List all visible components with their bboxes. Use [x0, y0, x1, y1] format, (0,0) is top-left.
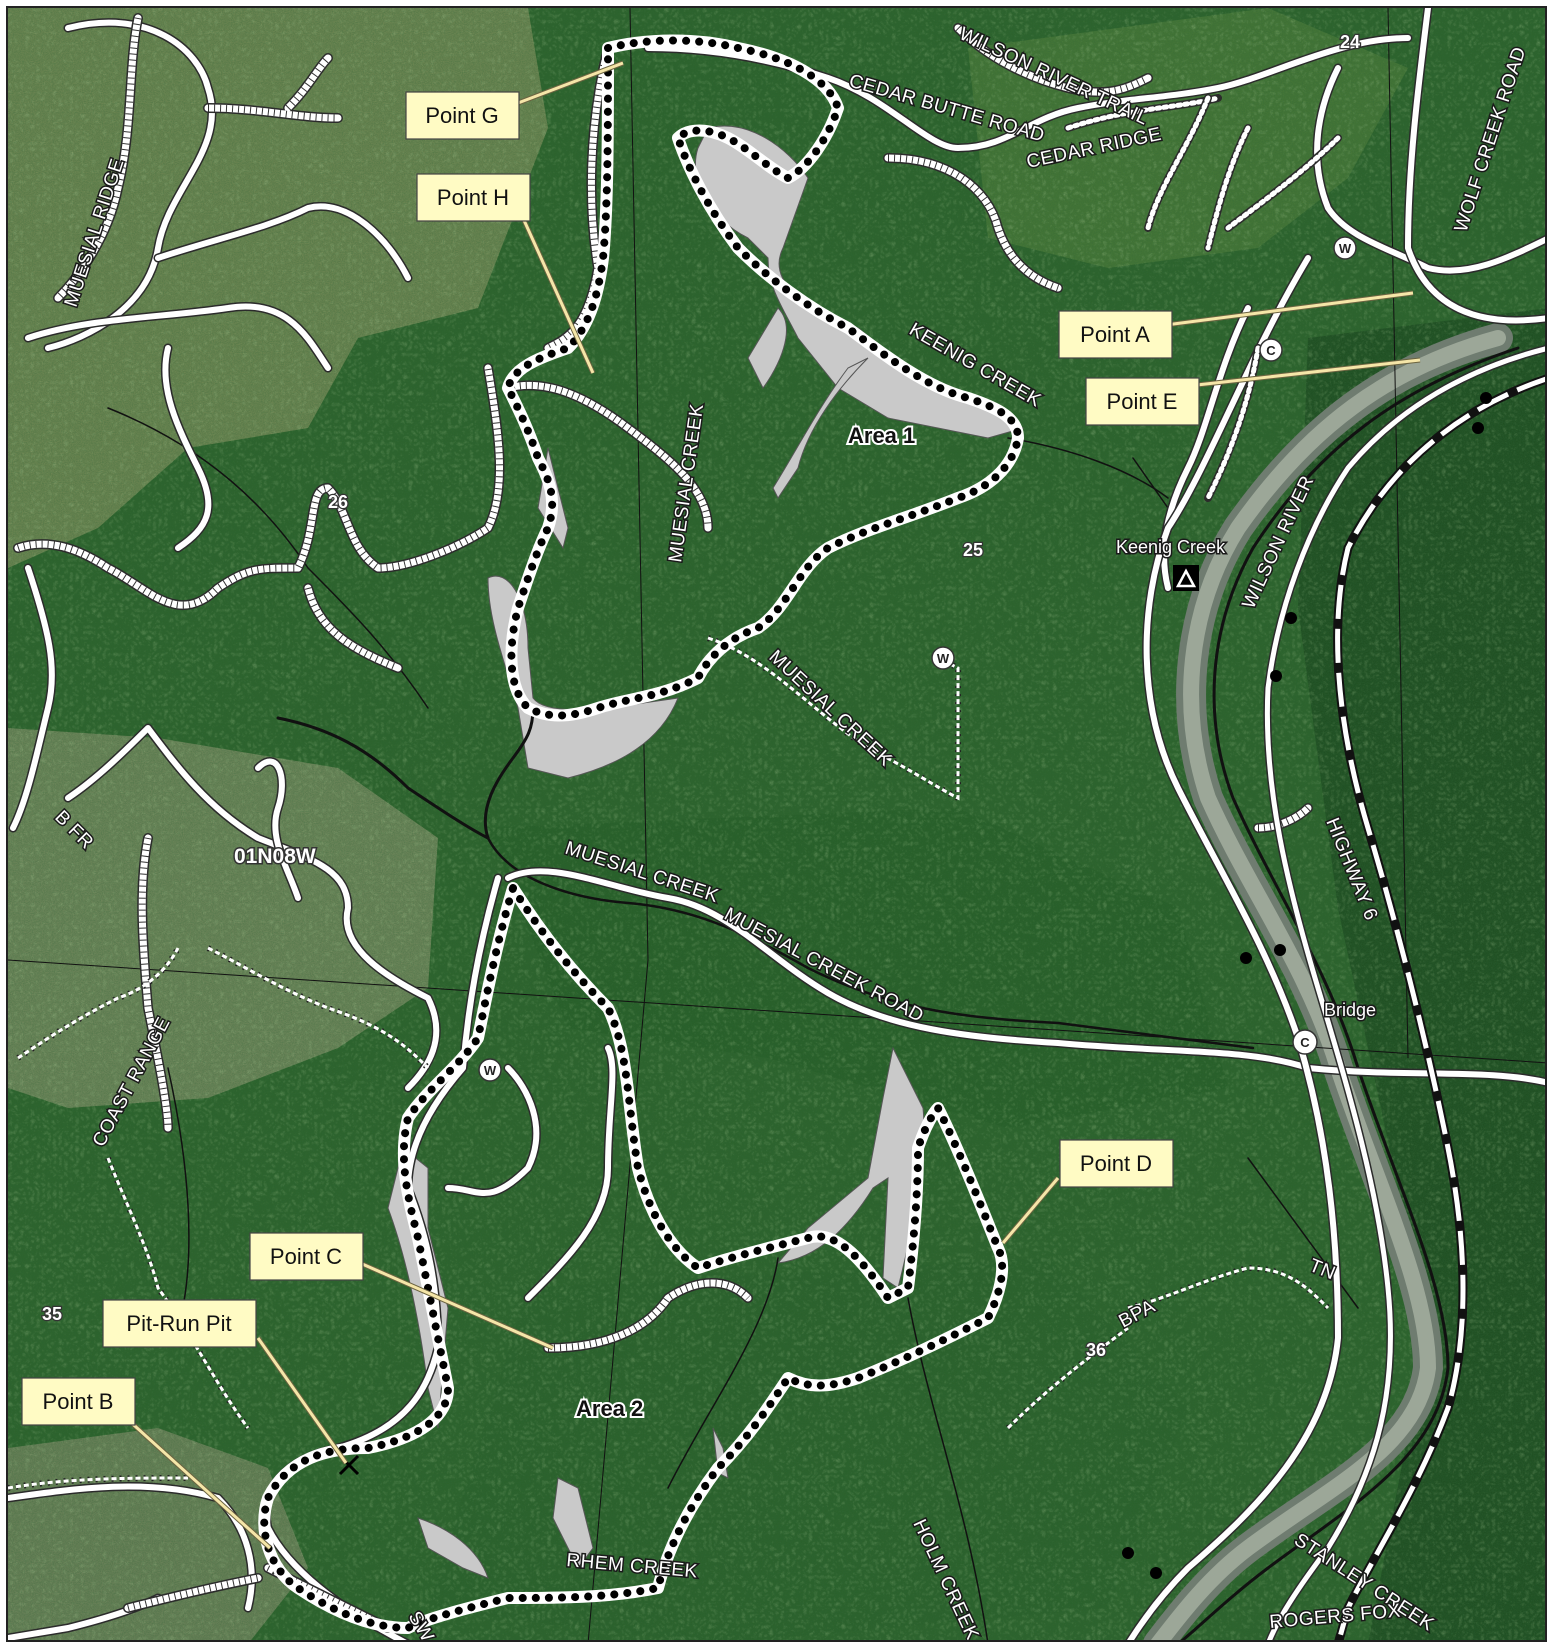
utility-poles: [1122, 392, 1492, 1579]
section-number: 25: [963, 540, 983, 560]
callout-point-c[interactable]: Point C: [249, 1232, 364, 1281]
section-number: 26: [328, 492, 348, 512]
campground-tent-icon: [1173, 565, 1199, 591]
svg-text:Point C: Point C: [270, 1244, 342, 1269]
trails: [1064, 94, 1342, 502]
svg-text:W: W: [937, 651, 950, 666]
svg-text:Point E: Point E: [1107, 389, 1178, 414]
section-number: 35: [42, 1304, 62, 1324]
water-source-icon: W: [1333, 236, 1357, 260]
pole-marker: [1472, 422, 1484, 434]
svg-text:Pit-Run Pit: Pit-Run Pit: [126, 1311, 231, 1336]
map-symbols: W W W C C: [338, 236, 1357, 1476]
svg-text:Point G: Point G: [425, 103, 498, 128]
wilson-river: [1143, 323, 1520, 1640]
culvert-icon: C: [1259, 338, 1283, 362]
closed-roads: [13, 13, 1313, 1633]
sale-boundaries: [258, 34, 1024, 1634]
svg-text:W: W: [1339, 241, 1352, 256]
label-township-range: 01N08W: [234, 845, 316, 868]
callout-point-a[interactable]: Point A: [1058, 310, 1173, 359]
pole-marker: [1270, 670, 1282, 682]
callout-point-e[interactable]: Point E: [1085, 377, 1200, 426]
callout-point-h[interactable]: Point H: [416, 173, 531, 222]
svg-text:W: W: [484, 1063, 497, 1078]
water-source-icon: W: [478, 1058, 502, 1082]
pole-marker: [1274, 944, 1286, 956]
water-source-icon: W: [931, 646, 955, 670]
section-number: 24: [1340, 32, 1360, 52]
svg-text:Point B: Point B: [43, 1389, 114, 1414]
callout-point-g[interactable]: Point G: [405, 91, 520, 140]
pole-marker: [1240, 952, 1252, 964]
callout-point-d[interactable]: Point D: [1059, 1139, 1174, 1188]
svg-text:Point A: Point A: [1080, 322, 1150, 347]
pole-marker: [1150, 1567, 1162, 1579]
svg-text:Point D: Point D: [1080, 1151, 1152, 1176]
pole-marker: [1480, 392, 1492, 404]
aerial-imagery: [8, 8, 1545, 1640]
area-1-label: Area 1: [848, 423, 915, 448]
svg-text:Point H: Point H: [437, 185, 509, 210]
area-2-label: Area 2: [576, 1396, 643, 1421]
pole-marker: [1122, 1547, 1134, 1559]
culvert-icon: C: [1292, 1029, 1318, 1055]
label-keenig-creek-campground: Keenig Creek: [1116, 537, 1226, 557]
highway-6: [1263, 344, 1545, 1640]
section-lines: [8, 8, 1545, 1640]
map-canvas: W W W C C MUESIAL RIDGE WILSON RIVER TRA…: [8, 8, 1545, 1640]
svg-text:C: C: [1266, 343, 1276, 358]
spur-roads: [8, 635, 1331, 1491]
label-bridge: Bridge: [1324, 1000, 1376, 1020]
pole-marker: [1285, 612, 1297, 624]
callout-pit-run-pit[interactable]: Pit-Run Pit: [102, 1299, 257, 1348]
section-number: 36: [1086, 1340, 1106, 1360]
map-frame: W W W C C MUESIAL RIDGE WILSON RIVER TRA…: [6, 6, 1547, 1642]
callout-point-b[interactable]: Point B: [21, 1377, 136, 1426]
callout-leaders: [124, 60, 1421, 1550]
svg-text:C: C: [1300, 1035, 1310, 1050]
